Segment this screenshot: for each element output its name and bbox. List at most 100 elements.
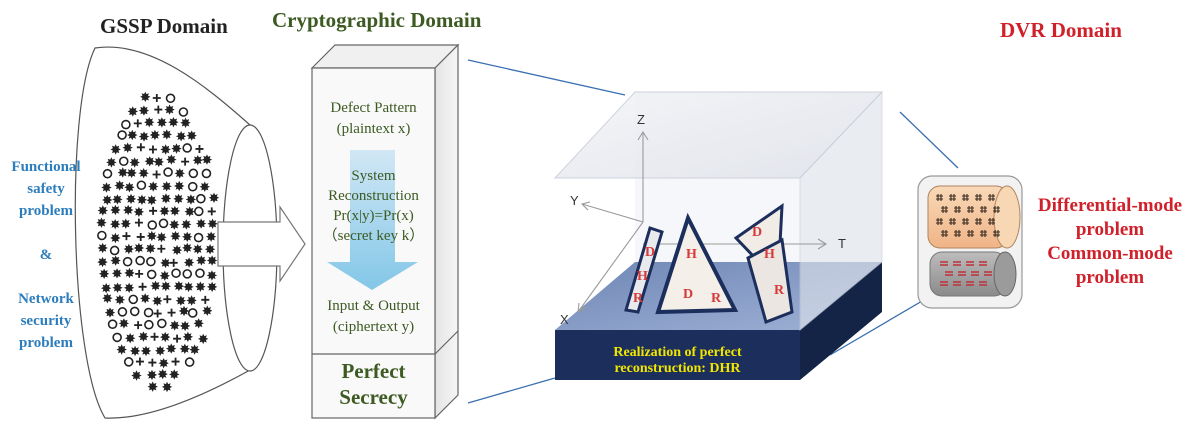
defect-dot-cross xyxy=(173,334,182,343)
crypto-ciphertext: Input & Output (ciphertext y) xyxy=(312,296,435,338)
panel-right-lower xyxy=(746,237,794,324)
defect-dot-star xyxy=(114,180,125,191)
defect-dot-star xyxy=(157,368,168,380)
defect-dot-ring xyxy=(109,245,120,256)
defect-dot-star xyxy=(175,131,187,142)
crypto-system: System xyxy=(351,168,396,184)
crypto-plaintext-x: (plaintext x) xyxy=(336,121,411,137)
defect-dot-star xyxy=(206,255,218,266)
defect-dot-star xyxy=(173,193,184,204)
defect-dot-ring xyxy=(102,168,113,179)
defect-dot-star xyxy=(149,129,161,141)
defect-dot-ring xyxy=(97,230,107,241)
panel-left xyxy=(624,226,664,314)
defect-dot-star xyxy=(205,231,217,242)
defect-dot-star xyxy=(123,243,134,255)
defect-dot-ring xyxy=(187,308,198,318)
defect-dot-star xyxy=(140,345,152,357)
defect-dot-star xyxy=(156,117,168,128)
defect-dot-star xyxy=(145,243,156,254)
dvr-label-differential: Differential-mode xyxy=(1037,195,1183,216)
panel-letter: R xyxy=(633,291,644,306)
defect-dot-ring xyxy=(121,119,131,130)
defect-dot-star xyxy=(170,230,181,242)
differential-mark xyxy=(975,194,982,201)
common-mark xyxy=(945,271,953,276)
defect-dot-star xyxy=(126,167,137,179)
defect-dot-star xyxy=(129,157,140,168)
gssp-label-safety: safety xyxy=(27,181,65,197)
common-mark xyxy=(953,281,961,286)
defect-dot-star xyxy=(166,154,177,165)
dhr-panels xyxy=(624,203,794,324)
defect-dot-star xyxy=(202,305,213,316)
defect-dot-star xyxy=(180,117,191,128)
axis-y-head xyxy=(580,201,591,211)
defect-dot-cross xyxy=(167,308,176,317)
defect-dot-ring xyxy=(128,294,139,305)
dvr-domain-title: DVR Domain xyxy=(1000,18,1122,42)
defect-dot-star xyxy=(97,242,108,254)
crypto-defect-pattern: Defect Pattern xyxy=(330,100,417,116)
crypto-reconstruction-word: Reconstruction xyxy=(328,188,419,204)
defect-dot-cross xyxy=(171,357,180,366)
crypto-box-top xyxy=(310,44,460,69)
panel-letter: D xyxy=(683,287,693,302)
defect-dot-ring xyxy=(117,307,128,317)
defect-dot-star xyxy=(192,243,203,255)
crypto-box-divider-side xyxy=(434,330,459,355)
defect-dot-ring xyxy=(188,168,199,179)
axis-z-head xyxy=(637,130,649,141)
differential-mark xyxy=(962,218,969,225)
defect-dot-star xyxy=(150,280,161,291)
defect-dot-ring xyxy=(143,307,154,318)
defect-dot-star xyxy=(140,293,151,304)
defect-dot-star xyxy=(169,219,180,230)
defect-dot-star xyxy=(102,194,113,206)
common-mark xyxy=(958,271,966,276)
differential-mark xyxy=(936,218,943,225)
defect-dot-ring xyxy=(196,193,206,204)
defect-dot-star xyxy=(97,256,108,268)
dhr-base-label: Realization of perfect reconstruction: D… xyxy=(555,345,800,377)
defect-dot-star xyxy=(206,270,218,281)
differential-mark xyxy=(962,194,969,201)
crypto-box xyxy=(310,43,460,420)
defect-dot-star xyxy=(161,129,172,140)
panel-letter: R xyxy=(711,291,722,306)
panel-letter: H xyxy=(764,247,775,262)
defect-dot-ring xyxy=(158,218,169,229)
defect-dot-star xyxy=(118,318,130,329)
defect-dot-cross xyxy=(169,258,178,267)
defect-dot-cross xyxy=(149,206,158,215)
common-cylinder-end xyxy=(993,251,1017,297)
defect-dot-star xyxy=(192,155,203,166)
defect-dot-star xyxy=(171,143,182,154)
defect-dot-star xyxy=(129,345,141,357)
common-mark xyxy=(979,261,987,266)
defect-dot-star xyxy=(125,193,137,205)
common-mark xyxy=(940,281,948,286)
defect-dot-star xyxy=(110,144,121,155)
defect-dot-ring xyxy=(193,232,204,243)
differential-mark xyxy=(993,206,1000,213)
panel-letter: H xyxy=(686,247,697,262)
defect-dot-star xyxy=(185,194,197,205)
differential-mark xyxy=(988,194,995,201)
defect-dot-star xyxy=(160,281,171,292)
defect-dot-ring xyxy=(178,107,189,117)
defect-dot-star xyxy=(171,244,183,256)
crypto-box-side xyxy=(434,43,459,420)
panel-letter: D xyxy=(752,225,762,240)
differential-mark xyxy=(936,194,943,201)
defect-dot-star xyxy=(101,182,112,193)
dvr-cylinders xyxy=(917,175,1023,309)
defect-dot-cross xyxy=(148,145,157,154)
common-mark xyxy=(940,261,948,266)
defect-dot-star xyxy=(122,142,133,153)
defect-dot-star xyxy=(155,345,166,356)
crypto-plaintext: Defect Pattern (plaintext x) xyxy=(312,98,435,140)
defect-dot-star xyxy=(110,204,121,216)
